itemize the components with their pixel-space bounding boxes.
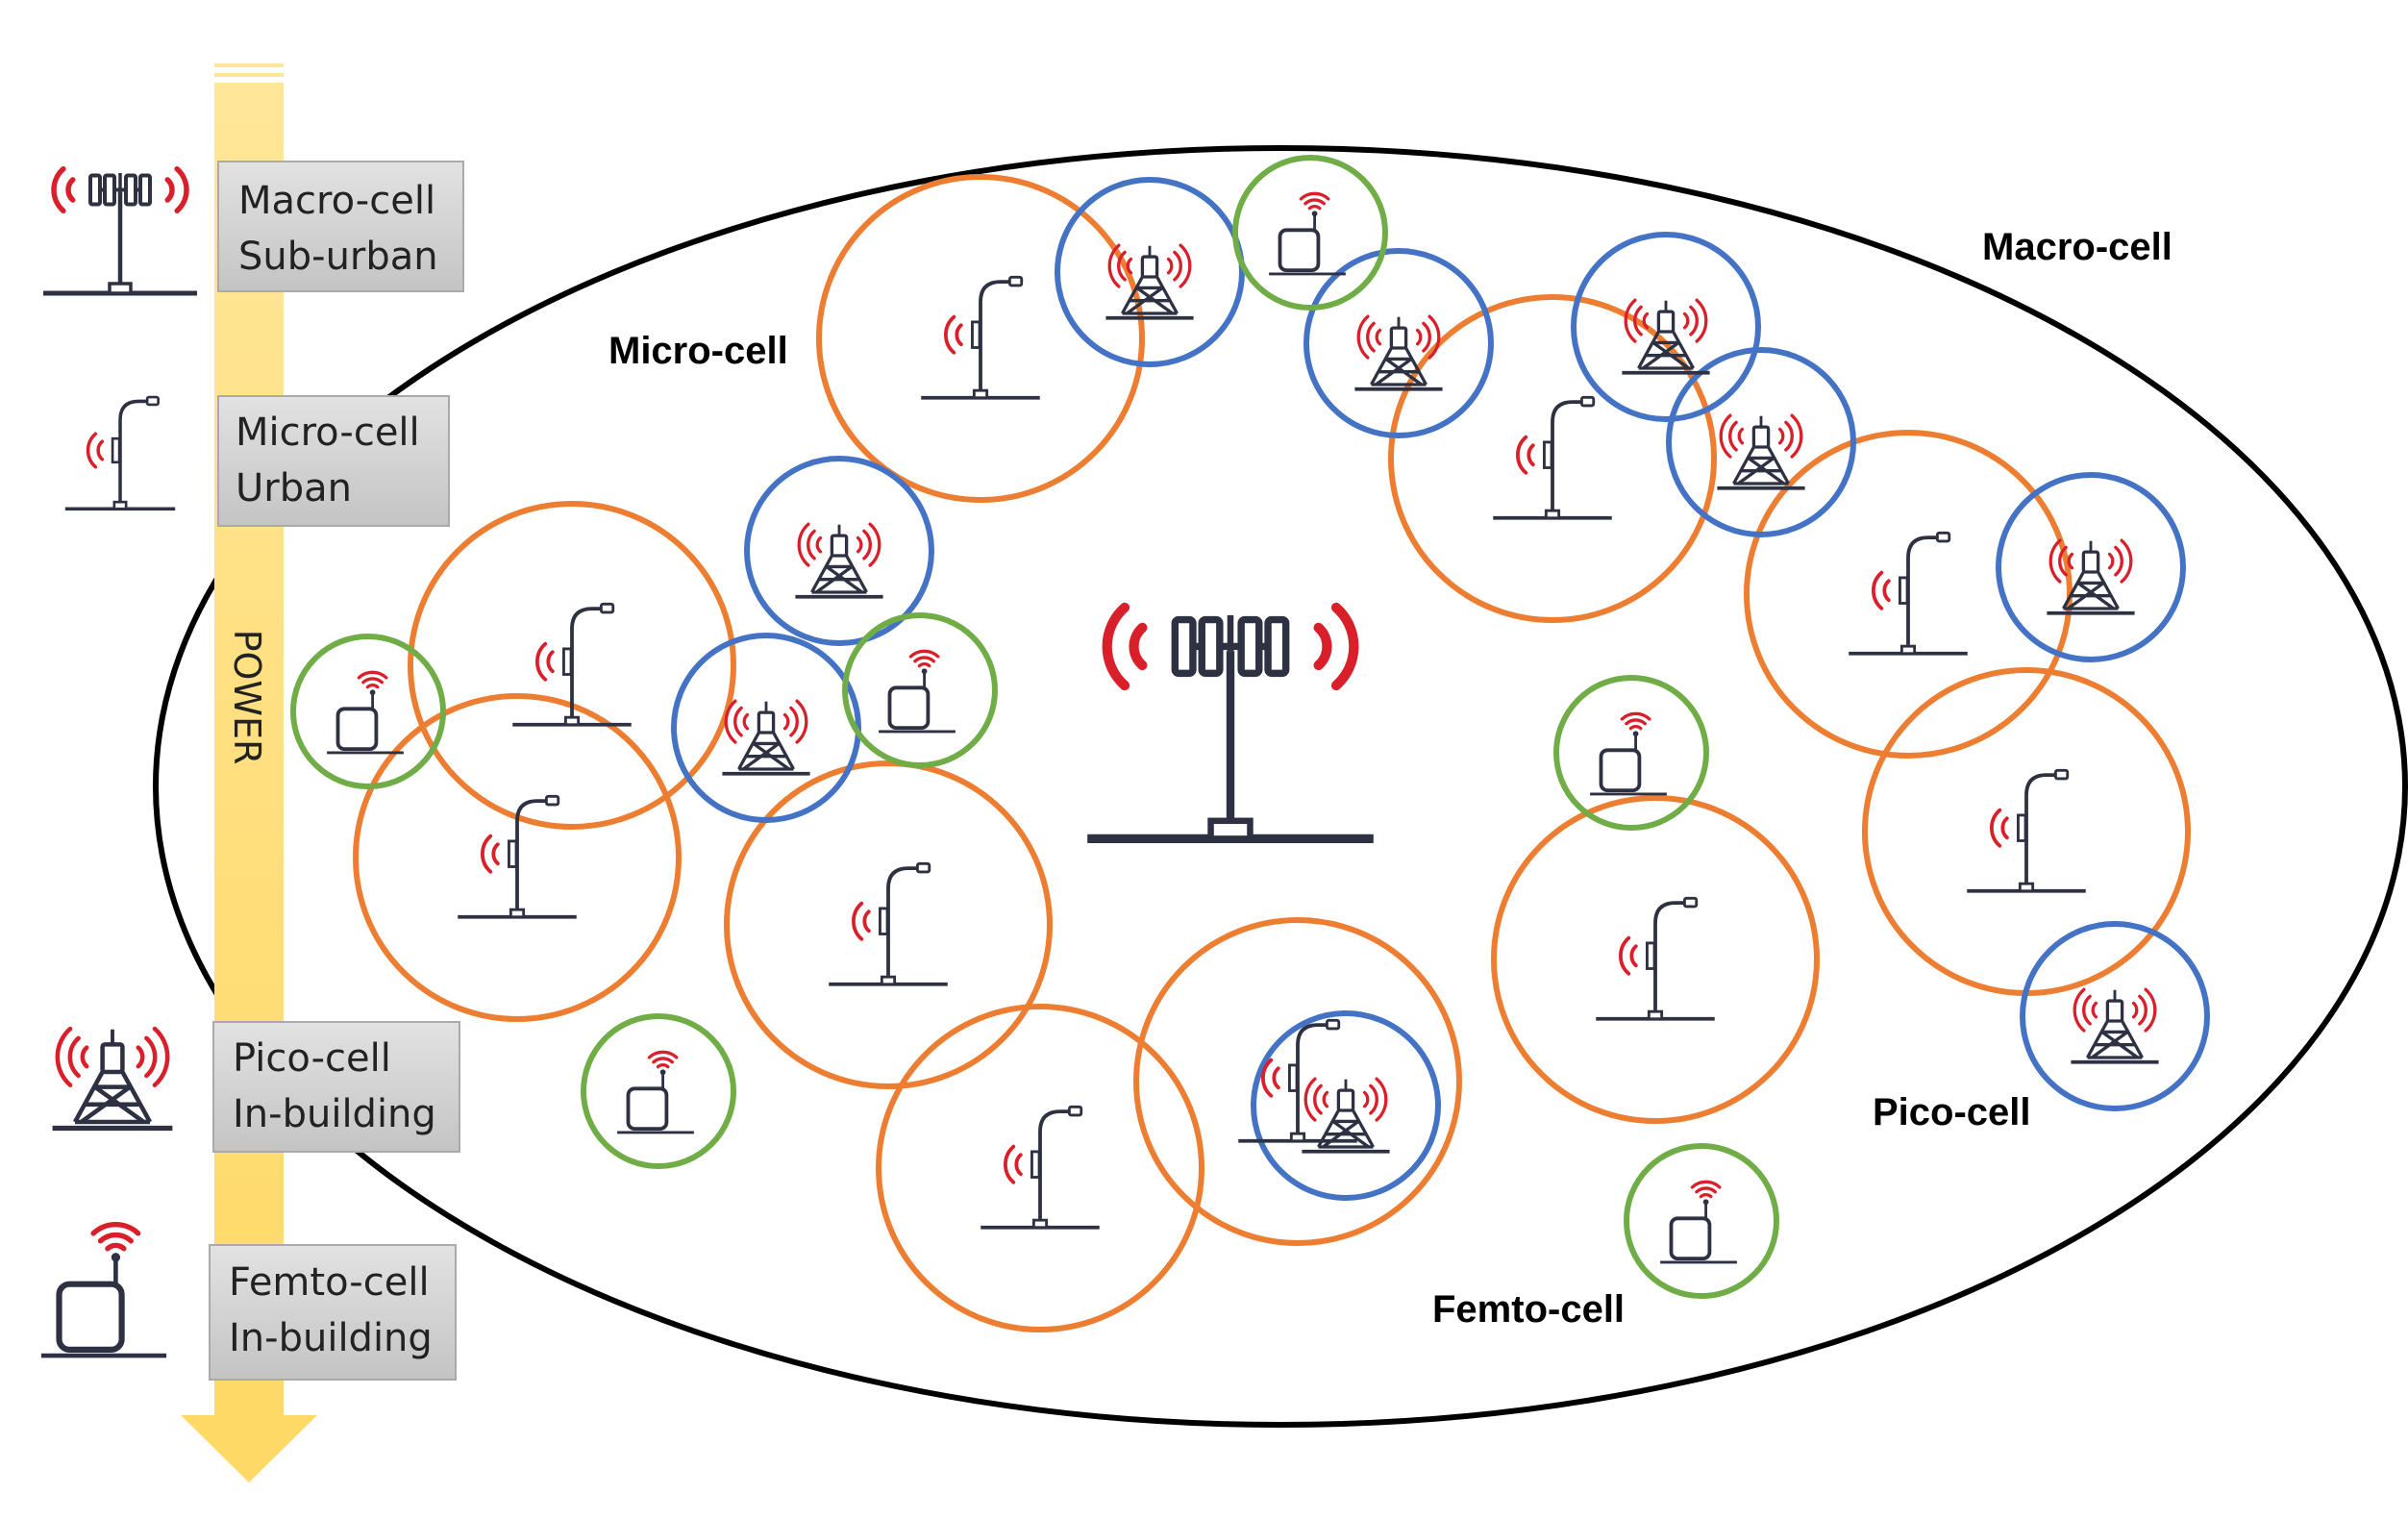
- pico-tower-icon: [1622, 298, 1710, 375]
- legend-macro-line2: Sub-urban: [238, 235, 438, 279]
- micro-cell-ring: [876, 1004, 1204, 1332]
- pico-tower-icon: [52, 1026, 173, 1132]
- legend-item-macro: Macro-cell Sub-urban: [217, 161, 464, 292]
- micro-streetlight-icon: [1493, 395, 1612, 520]
- femto-box-icon: [1590, 711, 1667, 796]
- legend-item-micro: Micro-cell Urban: [217, 395, 450, 527]
- pico-cell-ring: [1251, 1010, 1441, 1201]
- pico-tower-icon: [2071, 987, 2159, 1064]
- femto-box-icon: [40, 1222, 167, 1358]
- legend-femto-line1: Femto-cell: [229, 1260, 430, 1305]
- femto-cell-ring: [581, 1013, 736, 1169]
- micro-streetlight-icon: [1967, 768, 2086, 893]
- pico-cell-ring: [1571, 232, 1761, 422]
- legend-micro-line1: Micro-cell: [236, 411, 420, 455]
- coverage-rings: [290, 155, 2210, 1332]
- femto-cell-ring: [1232, 155, 1388, 311]
- femto-cell-ring: [1624, 1143, 1779, 1299]
- pico-cell-ring: [744, 456, 934, 646]
- micro-streetlight-icon: [829, 861, 948, 986]
- pico-cell-ring: [1055, 177, 1245, 367]
- power-arrow: POWER: [181, 63, 317, 1482]
- femto-cell-ring: [842, 612, 998, 768]
- pico-cell-ring: [1666, 347, 1856, 537]
- pico-cell-ring: [1303, 248, 1494, 438]
- legend-pico-line2: In-building: [233, 1092, 436, 1136]
- legend-macro-line1: Macro-cell: [238, 179, 435, 223]
- micro-cell-ring: [353, 693, 682, 1022]
- pico-cell-ring: [2020, 921, 2210, 1111]
- pico-tower-icon: [1354, 314, 1443, 391]
- micro-streetlight-icon: [64, 395, 176, 510]
- femto-box-icon: [1269, 191, 1346, 276]
- micro-streetlight-icon: [512, 602, 632, 727]
- femto-box-icon: [327, 670, 404, 755]
- micro-streetlight-icon: [1238, 1018, 1357, 1143]
- micro-cell-ring: [1133, 917, 1462, 1246]
- macro-tower-icon: [43, 165, 197, 296]
- legend-item-pico: Pico-cell In-building: [212, 1021, 460, 1153]
- femto-box-icon: [879, 649, 956, 734]
- micro-streetlight-icon: [1596, 896, 1715, 1021]
- femto-box-icon: [1660, 1180, 1737, 1264]
- pico-tower-icon: [2047, 538, 2135, 615]
- micro-streetlight-icon: [458, 794, 577, 919]
- micro-cell-ring: [816, 174, 1145, 503]
- micro-streetlight-icon: [921, 275, 1040, 400]
- legend-item-femto: Femto-cell In-building: [209, 1244, 457, 1381]
- label-femto-cell: Femto-cell: [1432, 1288, 1625, 1331]
- label-micro-cell: Micro-cell: [608, 330, 788, 372]
- femto-cell-ring: [290, 634, 446, 789]
- legend-pico-line1: Pico-cell: [233, 1036, 391, 1081]
- cell-icons: [40, 165, 2159, 1358]
- label-pico-cell: Pico-cell: [1873, 1091, 2031, 1133]
- pico-tower-icon: [1717, 413, 1805, 490]
- micro-streetlight-icon: [981, 1105, 1100, 1230]
- pico-cell-ring: [671, 633, 861, 823]
- legend: Macro-cell Sub-urban Micro-cell Urban Pi…: [209, 161, 464, 1381]
- power-label: POWER: [226, 630, 268, 765]
- micro-cell-ring: [1491, 795, 1820, 1124]
- legend-micro-line2: Urban: [236, 466, 352, 510]
- micro-cell-ring: [408, 501, 736, 830]
- pico-tower-icon: [1105, 243, 1194, 320]
- pico-tower-icon: [795, 522, 883, 599]
- pico-cell-ring: [1996, 472, 2186, 662]
- micro-cell-ring: [1388, 294, 1717, 623]
- micro-streetlight-icon: [1849, 531, 1968, 656]
- femto-box-icon: [617, 1050, 694, 1134]
- macro-cell-boundary: [153, 145, 2408, 1428]
- pico-tower-icon: [722, 699, 810, 776]
- central-macro-tower-icon: [1087, 602, 1374, 844]
- label-macro-cell: Macro-cell: [1982, 226, 2172, 268]
- micro-cell-ring: [724, 760, 1053, 1089]
- femto-cell-ring: [1553, 675, 1709, 831]
- legend-femto-line2: In-building: [229, 1316, 433, 1360]
- pico-tower-icon: [1302, 1077, 1390, 1154]
